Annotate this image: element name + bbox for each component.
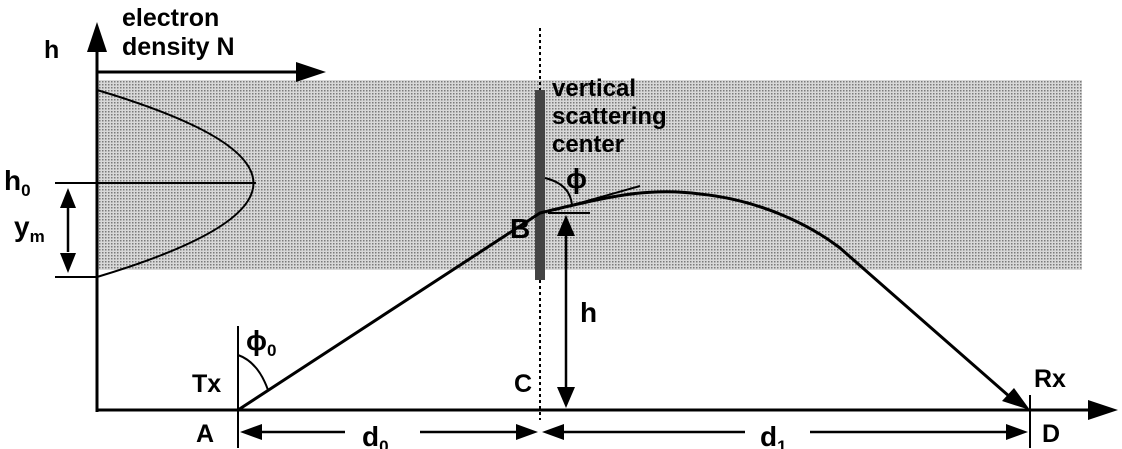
point-C-label: C [514, 370, 532, 398]
scattering-center-label-line3: center [552, 131, 624, 158]
phi0-angle-arc [237, 354, 269, 391]
point-A-label: A [196, 420, 214, 448]
phi0-label: ϕ0 [246, 325, 276, 360]
scattering-center-bar [535, 90, 545, 280]
ionospheric-layer [97, 80, 1082, 270]
h0-label: h0 [4, 165, 31, 200]
height-arrow-up-head [557, 215, 575, 236]
phi-label: ϕ [566, 163, 587, 194]
d0-right-arrowhead [516, 424, 538, 440]
tangent-line-at-B [554, 185, 641, 211]
scattering-center-label-line2: scattering [552, 103, 667, 130]
d1-right-arrowhead [1006, 424, 1028, 440]
ray-path [237, 190, 1011, 412]
ym-arrow-down-head [60, 253, 76, 273]
d0-left-arrowhead [240, 424, 262, 440]
axis-label-h: h [44, 36, 59, 64]
scattering-center-label-line1: vertical [552, 75, 636, 102]
height-h-label: h [580, 297, 597, 328]
point-D-label: D [1042, 420, 1060, 448]
ray-arrowhead [1002, 388, 1030, 410]
height-arrow-down-head [557, 387, 575, 408]
d1-label: d1 [760, 421, 787, 449]
d1-left-arrowhead [542, 424, 564, 440]
tx-label: Tx [192, 370, 221, 398]
electron-density-label-line1: electron [122, 4, 219, 32]
ym-arrow-up-head [60, 188, 76, 208]
electron-density-label-line2: density N [122, 33, 235, 61]
ym-label: ym [14, 211, 45, 246]
electron-density-arrowhead [296, 62, 326, 82]
horizontal-axis-arrowhead [1088, 400, 1118, 420]
vertical-axis-arrowhead [87, 22, 107, 52]
point-B-label: B [510, 213, 530, 244]
d0-label: d0 [362, 421, 389, 449]
phi-angle-arc [544, 177, 573, 206]
rx-label: Rx [1034, 365, 1066, 393]
